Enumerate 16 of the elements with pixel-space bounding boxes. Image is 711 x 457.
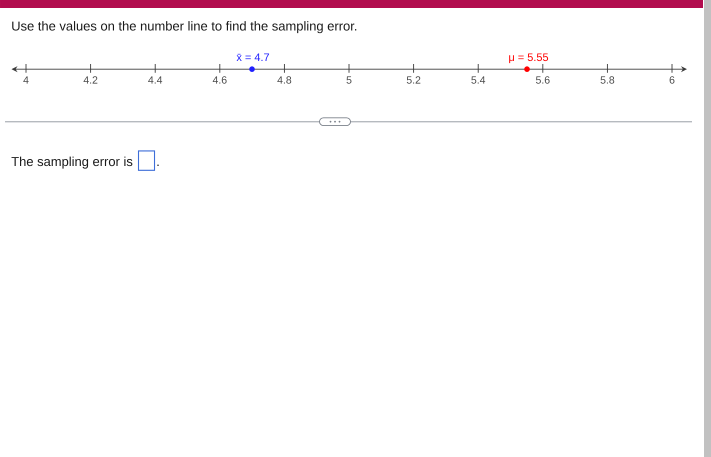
- point-label: μ = 5.55: [509, 53, 548, 64]
- tick-label: 4.2: [84, 76, 98, 84]
- tick-label: 5.6: [536, 76, 550, 84]
- tick-label: 4: [23, 76, 29, 84]
- tick-label: 4.4: [148, 76, 162, 84]
- tick-label: 4.6: [212, 76, 227, 84]
- tick-label: 4.8: [277, 76, 292, 84]
- tick-label: 6: [670, 76, 674, 84]
- tick-label: 5.8: [600, 76, 614, 84]
- tick-label: 5.4: [471, 76, 486, 84]
- instruction-text: Use the values on the number line to find the sampling error.: [12, 21, 356, 34]
- tick-label: 5: [346, 76, 352, 84]
- tick-label: 5.2: [406, 76, 420, 84]
- period-text: .: [157, 164, 159, 166]
- point-label: x̄ = 4.7: [236, 53, 270, 61]
- prompt-text: The sampling error is: [12, 156, 132, 169]
